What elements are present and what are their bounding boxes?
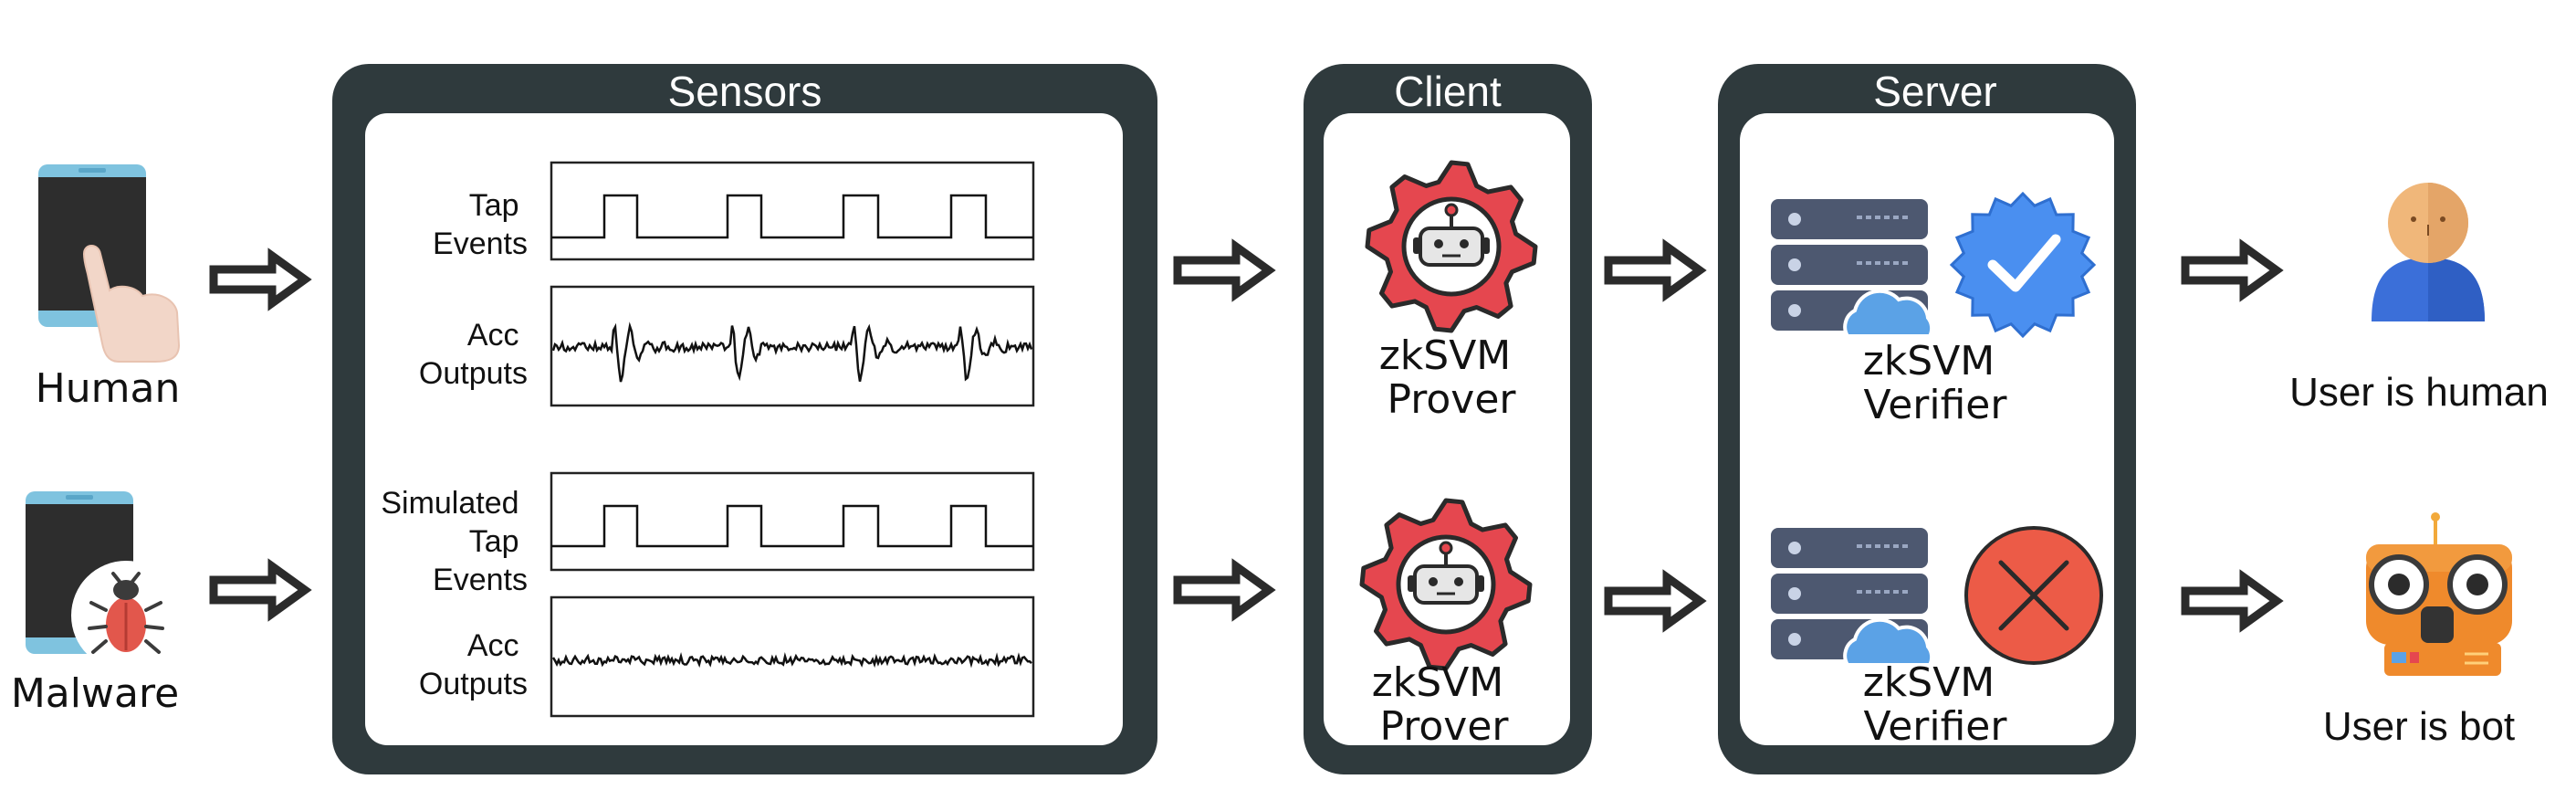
sensors-panel-title: Sensors — [668, 68, 822, 115]
bug-icon — [88, 572, 164, 654]
robot-icon — [2366, 512, 2512, 676]
sim-acc-trace — [551, 651, 1032, 669]
human-tap-plot — [550, 161, 1035, 261]
human-phone-icon — [38, 164, 181, 363]
flow-arrow — [209, 558, 312, 622]
flow-arrow — [2181, 569, 2284, 633]
server-panel-title: Server — [1873, 68, 1996, 115]
server-cloud-icon — [1771, 528, 1934, 667]
prover-bottom-label: zkSVM Prover — [1372, 659, 1517, 750]
human-acc-label: Acc Outputs — [419, 318, 528, 391]
human-tap-label: Tap Events — [433, 188, 528, 261]
flow-arrow — [1173, 238, 1276, 302]
sensors-panel: Sensors Tap Events Acc Outputs Simulated… — [332, 64, 1157, 774]
flow-arrow — [1173, 558, 1276, 622]
human-tap-trace — [551, 194, 1033, 239]
client-panel: Client zkSVM Prover zkSVM Prover — [1304, 64, 1592, 774]
sim-acc-label: Acc Outputs — [419, 628, 528, 701]
server-panel: Server zkSVM Verifier zkSVM Verifier — [1718, 64, 2136, 774]
source-malware-label: Malware — [11, 670, 179, 717]
outcome-bot-label: User is bot — [2323, 704, 2515, 749]
sim-tap-label: Simulated Tap Events — [381, 486, 528, 597]
robot-gear-icon — [1359, 498, 1533, 671]
human-acc-plot — [550, 285, 1035, 407]
client-panel-title: Client — [1394, 68, 1502, 115]
flow-arrow — [2181, 238, 2284, 302]
robot-gear-icon — [1365, 160, 1538, 333]
verifier-top-label: zkSVM Verifier — [1863, 338, 2008, 428]
source-human-label: Human — [36, 365, 181, 412]
server-cloud-icon — [1771, 199, 1934, 338]
human-user-icon — [2372, 183, 2485, 321]
verified-badge-icon — [1949, 191, 2097, 339]
verifier-bottom-label: zkSVM Verifier — [1863, 659, 2008, 750]
outcome-human-label: User is human — [2289, 370, 2549, 415]
reject-x-icon — [1964, 526, 2103, 665]
prover-top-label: zkSVM Prover — [1379, 332, 1524, 423]
flow-arrow — [1604, 238, 1707, 302]
sim-tap-plot — [550, 471, 1035, 572]
human-acc-trace — [551, 321, 1033, 383]
flow-arrow — [1604, 569, 1707, 633]
flow-arrow — [209, 248, 312, 311]
sim-tap-trace — [551, 504, 1033, 548]
sim-acc-plot — [550, 595, 1035, 718]
